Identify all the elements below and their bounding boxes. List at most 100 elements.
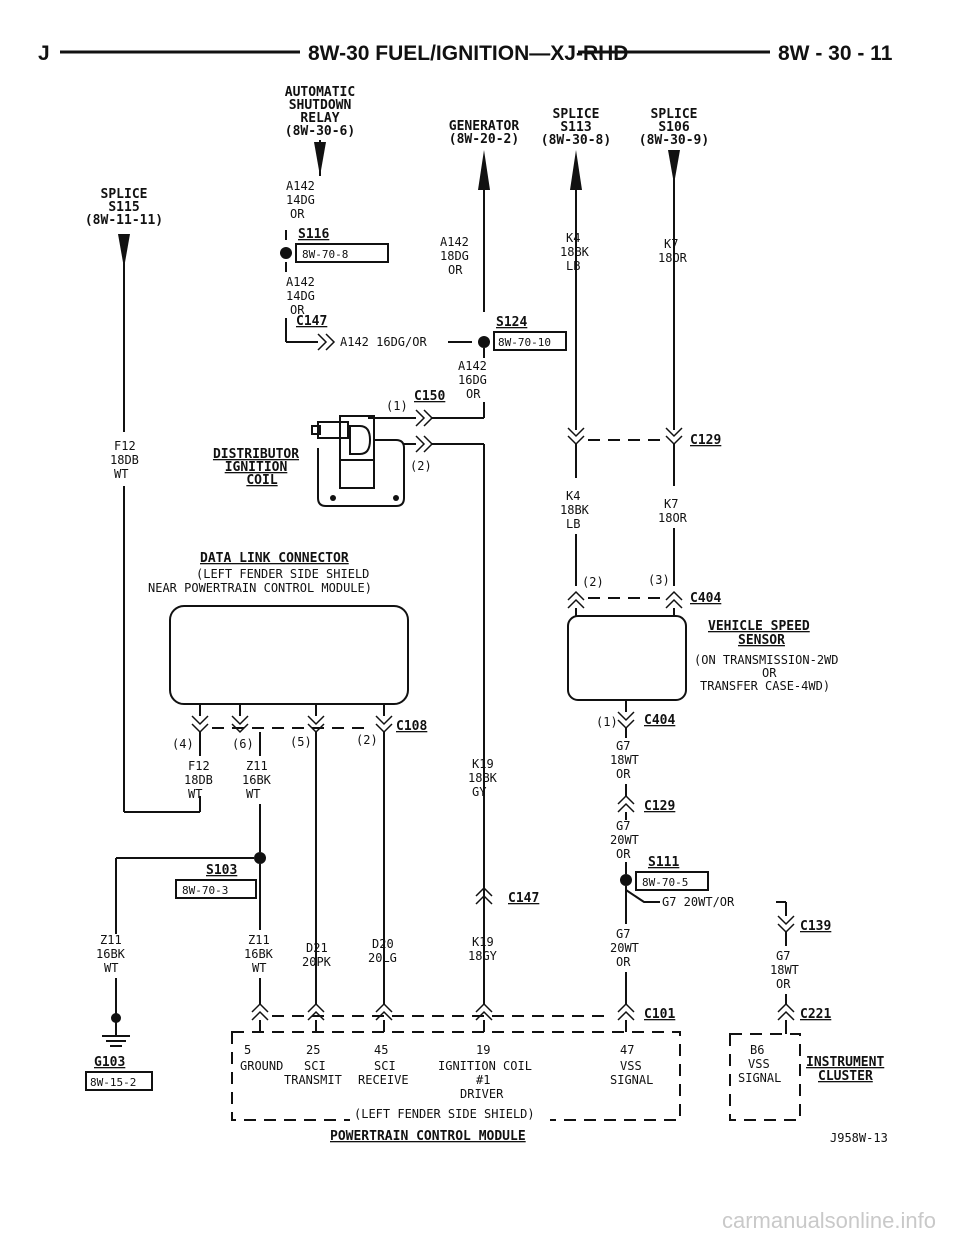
splice-s111-dot bbox=[620, 874, 632, 886]
wire-g7-18wt-1: G7 bbox=[616, 739, 630, 753]
pcm-pin-45-label-1: SCI bbox=[374, 1059, 396, 1073]
coil-label-1: DISTRIBUTOR bbox=[213, 447, 299, 462]
wire-a142-low-3: OR bbox=[466, 387, 481, 401]
wire-a142-mid-2: 14DG bbox=[286, 289, 315, 303]
wire-g7-20wt-b-2: 20WT bbox=[610, 941, 639, 955]
pcm-pin-5: 5 bbox=[244, 1043, 251, 1057]
wire-a142-18dg-1: A142 bbox=[440, 235, 469, 249]
wire-f12-dlc-2: 18DB bbox=[184, 773, 213, 787]
splice-s113-id: S113 bbox=[560, 120, 591, 135]
wire-f12-left-3: WT bbox=[114, 467, 128, 481]
vss-note-1: (ON TRANSMISSION-2WD bbox=[694, 653, 839, 667]
wire-d21-1: D21 bbox=[306, 941, 328, 955]
cluster-title-1: INSTRUMENT bbox=[806, 1055, 884, 1070]
pin-c404-3: (3) bbox=[648, 573, 670, 587]
pcm-pin-45: 45 bbox=[374, 1043, 388, 1057]
wire-k4-low-2: 18BK bbox=[560, 503, 590, 517]
pin-c404-1: (1) bbox=[596, 715, 618, 729]
wire-z11-left-3: WT bbox=[104, 961, 118, 975]
wire-a142-mid-3: OR bbox=[290, 303, 305, 317]
pin-c108-5: (5) bbox=[290, 735, 312, 749]
cluster-pin-label-2: SIGNAL bbox=[738, 1071, 781, 1085]
connector-c404-low: C404 bbox=[644, 713, 675, 728]
page-title: 8W-30 FUEL/IGNITION—XJ-RHD bbox=[308, 42, 628, 65]
wire-k4-low-3: LB bbox=[566, 517, 580, 531]
connector-c139: C139 bbox=[800, 919, 831, 934]
pcm-pin-25-label-2: TRANSMIT bbox=[284, 1073, 342, 1087]
wire-a142-top-2: 14DG bbox=[286, 193, 315, 207]
connector-c129-low: C129 bbox=[644, 799, 675, 814]
wire-z11-dlc-2: 16BK bbox=[242, 773, 272, 787]
ground-dot bbox=[111, 1013, 121, 1023]
pin-c108-4: (4) bbox=[172, 737, 194, 751]
connector-c150: C150 bbox=[414, 389, 445, 404]
connector-c129-top: C129 bbox=[690, 433, 721, 448]
wire-a142-horizontal: A142 16DG/OR bbox=[340, 335, 427, 349]
splice-s116-dot bbox=[280, 247, 292, 259]
pcm-pin-47-label-1: VSS bbox=[620, 1059, 642, 1073]
wire-z11-mid-3: WT bbox=[252, 961, 266, 975]
coil-terminal bbox=[317, 421, 349, 439]
coil-label-3: COIL bbox=[246, 473, 277, 488]
coil-primary bbox=[339, 415, 375, 461]
pin-coil-2: (2) bbox=[410, 459, 432, 473]
wire-z11-left-2: 16BK bbox=[96, 947, 126, 961]
wire-z11-mid-1: Z11 bbox=[248, 933, 270, 947]
ref-box-8w-70-8 bbox=[295, 243, 389, 263]
ref-8w-70-10: 8W-70-10 bbox=[498, 336, 551, 349]
pcm-location: (LEFT FENDER SIDE SHIELD) bbox=[354, 1107, 535, 1121]
pin-c108-2: (2) bbox=[356, 733, 378, 747]
pin-c404-2: (2) bbox=[582, 575, 604, 589]
watermark: carmanualsonline.info bbox=[722, 1208, 936, 1233]
cluster-title-2: CLUSTER bbox=[818, 1069, 873, 1084]
splice-s115-label: SPLICE bbox=[101, 187, 148, 202]
wire-d20-1: D20 bbox=[372, 937, 394, 951]
wire-k7-top-1: K7 bbox=[664, 237, 678, 251]
cluster-pin-b6: B6 bbox=[750, 1043, 764, 1057]
wire-k7-low-2: 18OR bbox=[658, 511, 688, 525]
wire-g7-20wt-b-1: G7 bbox=[616, 927, 630, 941]
vss-title-1: VEHICLE SPEED bbox=[708, 619, 810, 634]
wire-f12-dlc-1: F12 bbox=[188, 759, 210, 773]
wire-g7-18wt-b-3: OR bbox=[776, 977, 791, 991]
pcm-title: POWERTRAIN CONTROL MODULE bbox=[330, 1129, 526, 1144]
connector-c404-top: C404 bbox=[690, 591, 721, 606]
pcm-pin-45-label-2: RECEIVE bbox=[358, 1073, 409, 1087]
pcm-pin-19-label-2: #1 bbox=[476, 1073, 490, 1087]
splice-s124-label: S124 bbox=[496, 315, 527, 330]
wire-k7-top-2: 18OR bbox=[658, 251, 688, 265]
wire-k7-low-1: K7 bbox=[664, 497, 678, 511]
wire-k19-mid-3: GY bbox=[472, 785, 487, 799]
wire-g7-20wt-a-3: OR bbox=[616, 847, 631, 861]
ground-g103-label: G103 bbox=[94, 1055, 125, 1070]
splice-s113-label: SPLICE bbox=[553, 107, 600, 122]
wire-z11-dlc-1: Z11 bbox=[246, 759, 268, 773]
wire-k19-low-1: K19 bbox=[472, 935, 494, 949]
wire-g7-18wt-3: OR bbox=[616, 767, 631, 781]
wire-z11-left-1: Z11 bbox=[100, 933, 122, 947]
wire-g7-20wt-a-1: G7 bbox=[616, 819, 630, 833]
connector-c221: C221 bbox=[800, 1007, 831, 1022]
wire-g7-18wt-b-1: G7 bbox=[776, 949, 790, 963]
pcm-pin-19-label-3: DRIVER bbox=[460, 1087, 504, 1101]
pcm-pin-19-label-1: IGNITION COIL bbox=[438, 1059, 532, 1073]
wire-d21-2: 20PK bbox=[302, 955, 332, 969]
wire-a142-low-2: 16DG bbox=[458, 373, 487, 387]
connector-c101: C101 bbox=[644, 1007, 675, 1022]
wire-a142-low-1: A142 bbox=[458, 359, 487, 373]
dlc-location-2: NEAR POWERTRAIN CONTROL MODULE) bbox=[148, 581, 372, 595]
wire-k19-mid-2: 18BK bbox=[468, 771, 498, 785]
figure-id: J958W-13 bbox=[830, 1131, 888, 1145]
ref-8w-15-2: 8W-15-2 bbox=[90, 1076, 136, 1089]
vss-title-2: SENSOR bbox=[738, 633, 785, 648]
pcm-pin-25: 25 bbox=[306, 1043, 320, 1057]
splice-s103-dot bbox=[254, 852, 266, 864]
splice-s106-id: S106 bbox=[658, 120, 689, 135]
dlc-location-1: (LEFT FENDER SIDE SHIELD bbox=[196, 567, 369, 581]
vss-note-2: OR bbox=[762, 666, 777, 680]
wire-k19-low-2: 18GY bbox=[468, 949, 498, 963]
wire-a142-top-3: OR bbox=[290, 207, 305, 221]
wire-a142-18dg-3: OR bbox=[448, 263, 463, 277]
ref-box-8w-15-2 bbox=[85, 1071, 153, 1091]
splice-s116-label: S116 bbox=[298, 227, 329, 242]
